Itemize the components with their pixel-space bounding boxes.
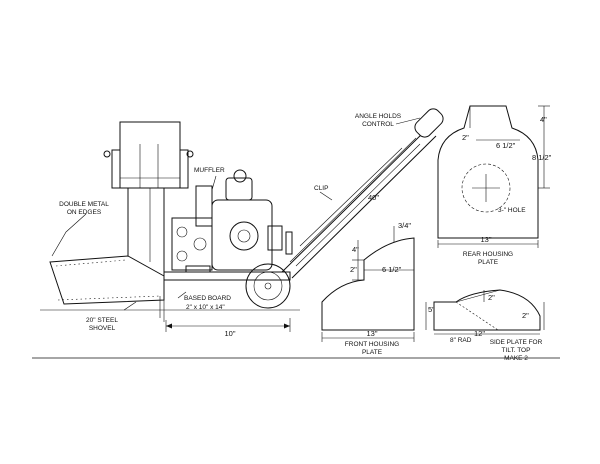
handle	[281, 108, 444, 279]
shovel-label-line2: SHOVEL	[89, 325, 116, 332]
board-size-label: 2" x 10" x 14"	[186, 304, 225, 311]
side-plate-label-line2: TILT. TOP	[502, 347, 531, 354]
rear-eight-half-dim: 8 1/2"	[532, 153, 552, 162]
wheel	[245, 263, 291, 309]
double-metal-label-line1: DOUBLE METAL	[59, 201, 109, 208]
clip-label: CLIP	[314, 185, 328, 192]
based-board-label: BASED BOARD	[184, 295, 231, 302]
angle-control-label-line2: CONTROL	[362, 121, 394, 128]
front-top-dim: 3/4"	[398, 221, 411, 230]
muffler-label: MUFFLER	[194, 167, 225, 174]
front-housing-label-line2: PLATE	[362, 349, 383, 356]
double-metal-label-line2: ON EDGES	[67, 209, 102, 216]
base-length-dim: 10"	[224, 329, 235, 338]
front-six-half-dim: 6 1/2"	[382, 265, 402, 274]
side-two-top-dim: 2"	[488, 293, 495, 302]
side-plate-label-line3: MAKE 2	[504, 355, 528, 362]
steel-shovel	[49, 255, 165, 322]
shovel-label-line1: 20" STEEL	[86, 317, 118, 324]
side-plate	[425, 289, 545, 335]
hole-label: 3-" HOLE	[498, 207, 526, 214]
rear-housing-plate	[437, 105, 550, 248]
side-five-dim: 5"	[428, 305, 435, 314]
side-twelve-dim: 12"	[474, 329, 485, 338]
side-two-right-dim: 2"	[522, 311, 529, 320]
front-width-dim: 13"	[366, 329, 377, 338]
front-housing-label-line1: FRONT HOUSING	[345, 341, 399, 348]
hopper	[103, 121, 194, 189]
machine-drawing	[40, 108, 444, 332]
rear-width-dim: 13"	[480, 235, 491, 244]
handle-length-dim: 40"	[368, 193, 379, 202]
angle-control-label-line1: ANGLE HOLDS	[355, 113, 402, 120]
chute	[127, 188, 165, 272]
base-frame	[163, 265, 291, 281]
side-plate-label-line1: SIDE PLATE FOR	[490, 339, 543, 346]
front-housing-plate	[321, 226, 415, 342]
rear-housing-label-line2: PLATE	[478, 259, 499, 266]
engine	[171, 169, 293, 271]
rear-six-half-dim: 6 1/2"	[496, 141, 516, 150]
rear-housing-label-line1: REAR HOUSING	[463, 251, 513, 258]
rear-two-dim: 2"	[462, 133, 469, 142]
front-two-dim: 2"	[350, 265, 357, 274]
rear-four-dim: 4"	[540, 115, 547, 124]
front-four-dim: 4"	[352, 245, 359, 254]
rad-label: 8" RAD	[450, 337, 472, 344]
